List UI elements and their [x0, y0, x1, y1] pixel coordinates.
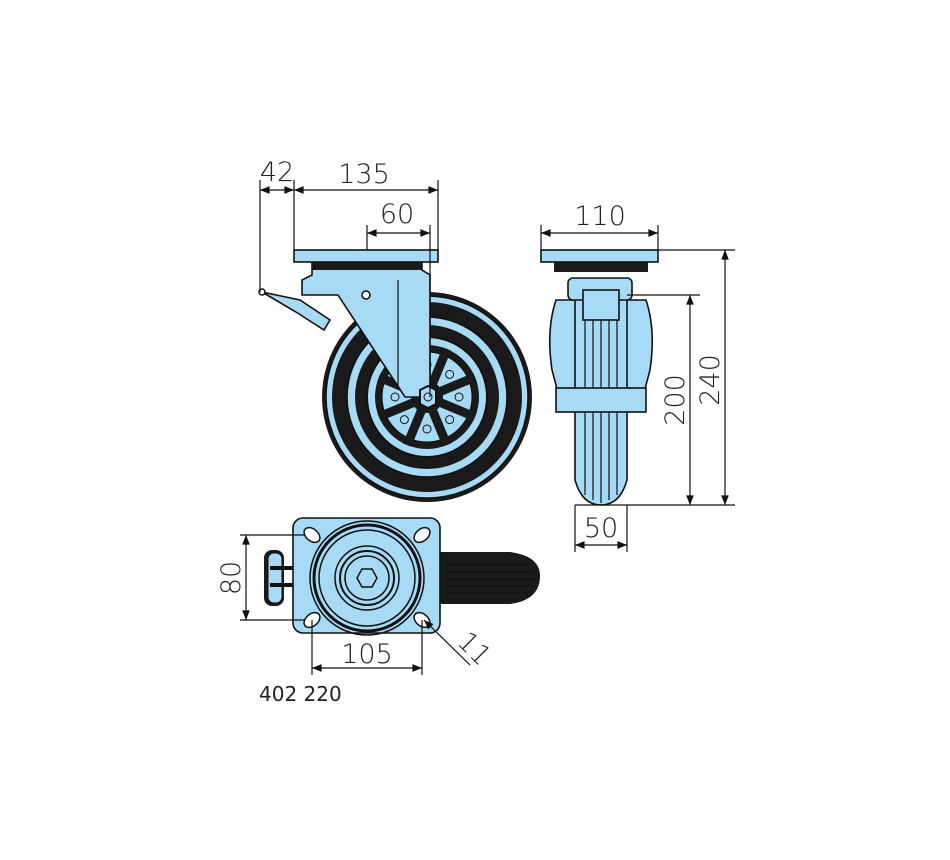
top-plate-side	[293, 249, 439, 263]
top-view: 80 105 11	[216, 517, 540, 675]
front-view: 110 200 240 50	[540, 201, 735, 552]
top-plate-front	[540, 249, 659, 263]
wheel-hole	[422, 424, 432, 434]
dim-240: 240	[695, 354, 726, 406]
dim-135: 135	[338, 159, 390, 190]
wheel-hole	[445, 415, 455, 425]
dim-200: 200	[660, 374, 691, 426]
side-view: 42 135 60	[258, 157, 532, 502]
dim-80: 80	[216, 561, 247, 595]
wheel-hole	[399, 415, 409, 425]
dim-60: 60	[380, 199, 414, 230]
dim-42: 42	[260, 157, 294, 188]
dim-11: 11	[451, 626, 497, 672]
wheel-hole	[390, 392, 400, 402]
dim-50: 50	[584, 513, 618, 544]
dim-110: 110	[574, 201, 626, 232]
wheel-hole	[445, 369, 455, 379]
brake-lever	[261, 291, 332, 332]
part-number: 402 220	[259, 682, 342, 706]
wheel-hole	[454, 392, 464, 402]
dim-105: 105	[341, 639, 393, 670]
